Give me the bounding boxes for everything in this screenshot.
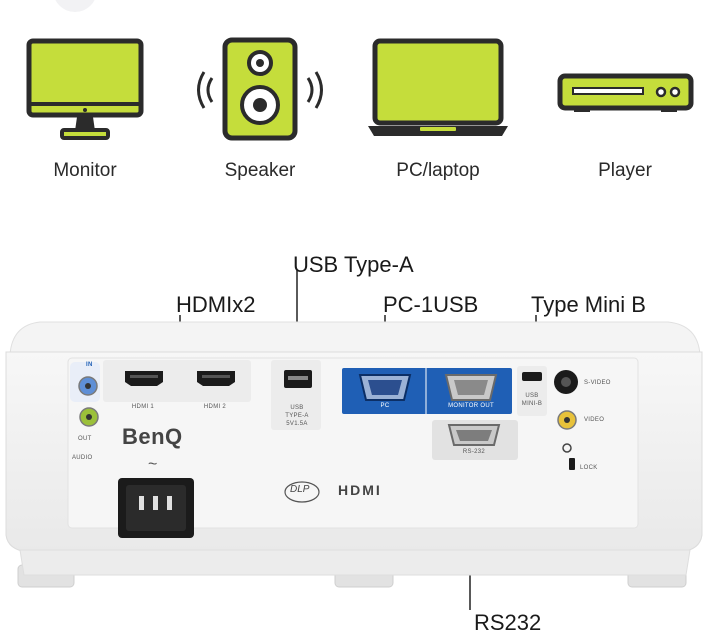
label-s-video: S-VIDEO xyxy=(584,380,611,386)
dlp-label: DLP xyxy=(290,484,310,495)
label-lock: LOCK xyxy=(580,465,598,471)
label-monitor-out: MONITOR OUT xyxy=(448,403,494,409)
hdmi-logo: HDMI xyxy=(338,482,382,498)
projector-rear-panel xyxy=(5,270,703,610)
brand-logo: BenQ xyxy=(122,424,183,449)
device-label-pc-laptop: PC/laptop xyxy=(396,160,480,181)
label-rs232: RS-232 xyxy=(462,449,486,455)
monitor-icon xyxy=(26,38,144,140)
label-hdmi-1: HDMI 1 xyxy=(131,404,155,410)
device-label-player: Player xyxy=(598,160,652,181)
callout-pc-1usb: PC-1USB xyxy=(383,292,479,317)
power-symbol: ~ xyxy=(148,456,158,473)
device-icons-row xyxy=(26,0,694,141)
player-icon xyxy=(557,73,694,112)
callout-hdmi-x2: HDMIx2 xyxy=(176,292,256,317)
label-usb-mini-b: USB MINI-B xyxy=(521,393,543,407)
label-audio: AUDIO xyxy=(72,455,93,461)
callout-type-mini-b: Type Mini B xyxy=(531,292,646,317)
vga-pc-port xyxy=(358,374,412,401)
label-hdmi-2: HDMI 2 xyxy=(203,404,227,410)
hdmi-port-2 xyxy=(197,371,235,386)
device-label-speaker: Speaker xyxy=(224,160,296,181)
label-audio-in: IN xyxy=(86,362,93,368)
callout-usb-type-a: USB Type-A xyxy=(293,252,414,277)
usb-mini-b-port xyxy=(522,372,542,381)
laptop-icon xyxy=(368,38,508,136)
label-audio-out: OUT xyxy=(78,436,92,442)
hdmi-port-1 xyxy=(125,371,163,386)
device-label-monitor: Monitor xyxy=(53,160,117,181)
callout-rs232: RS232 xyxy=(474,610,542,635)
dlp-logo xyxy=(284,481,320,503)
label-pc: PC xyxy=(380,403,390,409)
label-usb-type-a: USB TYPE-A 5V1.5A xyxy=(285,405,309,427)
vga-monitor-out-port xyxy=(444,374,498,401)
rs232-port xyxy=(447,424,501,446)
label-video: VIDEO xyxy=(584,417,605,423)
speaker-icon xyxy=(197,37,323,141)
kensington-lock-slot xyxy=(569,458,575,470)
